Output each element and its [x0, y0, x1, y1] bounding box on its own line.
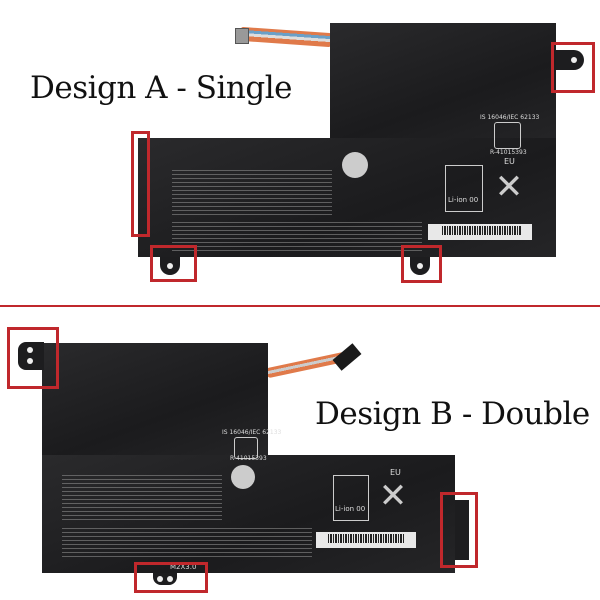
chemistry-label: Li-ion 00	[335, 505, 366, 513]
recycle-icon	[445, 165, 483, 212]
mount-tab	[18, 342, 44, 370]
chemistry-label: Li-ion 00	[448, 196, 479, 204]
highlight-box	[134, 562, 208, 593]
safety-seal-icon	[231, 465, 255, 489]
highlight-box	[150, 245, 197, 282]
mount-tab	[153, 573, 177, 585]
crossed-bin-icon: ✕	[378, 476, 408, 516]
highlight-box	[551, 42, 595, 93]
barcode-label	[316, 532, 416, 548]
barcode-label	[428, 224, 532, 240]
connector-plug	[235, 28, 249, 44]
connector-cable	[239, 26, 333, 48]
screw-label: M2X3.0	[170, 563, 197, 571]
highlight-box	[401, 245, 442, 283]
cert-label: IS 16046/IEC 62133	[222, 429, 282, 436]
spec-text-block	[62, 475, 222, 523]
section-divider	[0, 305, 600, 307]
highlight-box	[131, 131, 150, 237]
spec-text-block	[172, 170, 332, 215]
connector-cable	[265, 351, 347, 379]
cert-label: IS 16046/IEC 62133	[480, 114, 540, 121]
mount-tab	[160, 257, 180, 275]
mount-tab	[410, 257, 430, 275]
battery-upper-cell	[330, 23, 556, 143]
eu-label: EU	[390, 468, 401, 477]
registration-label: R-41015393	[230, 455, 267, 462]
highlight-box	[7, 327, 59, 389]
safety-seal-icon	[342, 152, 368, 178]
warning-text-block	[172, 222, 422, 252]
crossed-bin-icon: ✕	[494, 167, 524, 207]
mount-tab	[556, 50, 584, 70]
mount-tab	[455, 500, 469, 560]
battery-upper-cell	[42, 343, 268, 458]
recycle-icon	[333, 475, 369, 521]
connector-plug	[332, 343, 362, 371]
registration-label: R-41015393	[490, 149, 527, 156]
warning-text-block	[62, 528, 312, 558]
highlight-box	[440, 492, 478, 568]
certification-icon	[234, 437, 258, 459]
design-b-title: Design B - Double	[315, 396, 590, 432]
design-a-title: Design A - Single	[30, 70, 292, 106]
eu-label: EU	[504, 157, 515, 166]
certification-icon	[494, 122, 521, 149]
